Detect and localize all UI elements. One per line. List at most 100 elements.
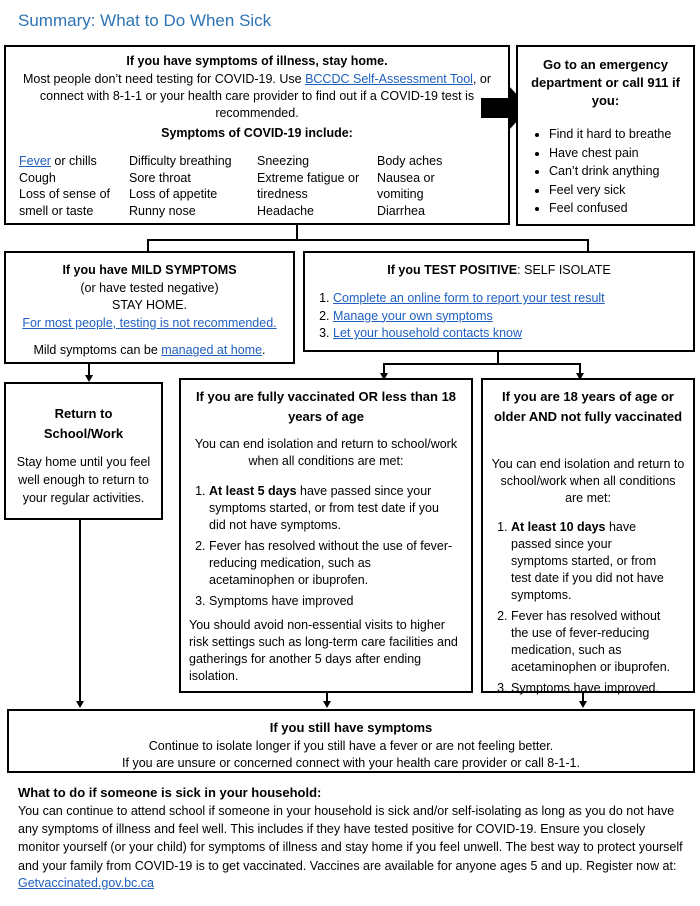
symptom-item: Loss of sense of xyxy=(19,187,111,201)
condition-text: have passed since your symptoms started,… xyxy=(209,484,439,532)
positive-heading: If you TEST POSITIVE: SELF ISOLATE xyxy=(305,262,693,279)
emergency-item: Feel confused xyxy=(549,199,699,218)
page-title: Summary: What to Do When Sick xyxy=(18,11,272,30)
symptom-item: Body aches xyxy=(377,154,443,168)
symptoms-column-3: Sneezing Extreme fatigue or tiredness He… xyxy=(257,153,359,219)
condition-item: At least 10 days have passed since your … xyxy=(511,519,671,604)
mild-heading-bold: MILD SYMPTOMS xyxy=(131,263,237,277)
vaccinated-box: If you are fully vaccinated OR less than… xyxy=(179,378,473,693)
not-vaccinated-box: If you are 18 years of age or older AND … xyxy=(481,378,695,695)
mild-managed-row: Mild symptoms can be managed at home. xyxy=(6,342,293,359)
return-text: Stay home until you feel well enough to … xyxy=(16,455,151,505)
connector-line xyxy=(579,363,581,374)
report-test-result-link[interactable]: Complete an online form to report your t… xyxy=(333,291,605,305)
symptom-item: tiredness xyxy=(257,187,308,201)
down-arrow-icon xyxy=(576,373,584,380)
testing-not-recommended-link[interactable]: For most people, testing is not recommen… xyxy=(22,316,277,330)
connector-line xyxy=(383,363,385,374)
mild-line2: (or have tested negative) xyxy=(80,281,219,295)
symptoms-column-2: Difficulty breathing Sore throat Loss of… xyxy=(129,153,232,219)
condition-bold: At least 5 days xyxy=(209,484,297,498)
not-vaccinated-heading: If you are 18 years of age or older AND … xyxy=(493,389,683,424)
condition-text: have passed since your symptoms started,… xyxy=(511,520,664,602)
fever-link[interactable]: Fever xyxy=(19,154,51,168)
mild-heading: If you have MILD SYMPTOMS xyxy=(6,262,293,279)
getvaccinated-link[interactable]: Getvaccinated.gov.bc.ca xyxy=(18,876,154,890)
vaccinated-footer: You should avoid non-essential visits to… xyxy=(189,618,458,683)
positive-heading-bold: If you TEST POSITIVE xyxy=(387,263,518,277)
mild-testing-link-row: For most people, testing is not recommen… xyxy=(6,315,293,332)
mild-line3: STAY HOME. xyxy=(111,298,187,312)
not-vaccinated-conditions-list: At least 10 days have passed since your … xyxy=(511,519,671,701)
symptoms-box: If you have symptoms of illness, stay ho… xyxy=(4,45,510,225)
vaccinated-conditions-list: At least 5 days have passed since your s… xyxy=(209,483,459,614)
emergency-heading: Go to an emergency department or call 91… xyxy=(531,57,680,108)
connector-line xyxy=(582,693,584,701)
not-vaccinated-intro: You can end isolation and return to scho… xyxy=(491,457,685,505)
symptom-item: Cough xyxy=(19,170,56,185)
vaccinated-heading: If you are fully vaccinated OR less than… xyxy=(195,389,457,424)
still-line2: If you are unsure or concerned connect w… xyxy=(122,756,580,770)
symptoms-list-heading: Symptoms of COVID-19 include: xyxy=(161,126,353,140)
symptom-item: Diarrhea xyxy=(377,203,425,218)
connector-line xyxy=(497,352,499,364)
symptom-item: vomiting xyxy=(377,187,424,201)
test-positive-box: If you TEST POSITIVE: SELF ISOLATE Compl… xyxy=(303,251,695,352)
symptom-item: Runny nose xyxy=(129,203,196,218)
symptom-item: Nausea or xyxy=(377,170,435,185)
still-heading: If you still have symptoms xyxy=(269,720,433,735)
connector-line xyxy=(587,239,589,251)
symptom-item: smell or taste xyxy=(19,203,94,218)
return-to-school-box: Return to School/Work Stay home until yo… xyxy=(4,382,163,520)
intro-text-post: , or connect with 8-1-1 or your health c… xyxy=(39,72,492,120)
condition-item: Symptoms have improved xyxy=(209,593,459,610)
connector-line xyxy=(147,239,149,251)
positive-step-item: Manage your own symptoms xyxy=(333,308,683,326)
connector-line xyxy=(147,239,588,241)
symptom-item: Sore throat xyxy=(129,170,191,185)
symptom-text: or chills xyxy=(50,154,97,168)
return-heading: Return to School/Work xyxy=(43,406,124,441)
symptom-fever: Fever or chills xyxy=(19,153,110,170)
managed-post: . xyxy=(262,343,266,357)
emergency-item: Find it hard to breathe xyxy=(549,125,699,144)
down-arrow-icon xyxy=(76,701,84,708)
connector-line xyxy=(326,693,328,701)
symptom-item: Difficulty breathing xyxy=(129,154,232,168)
positive-step-item: Let your household contacts know xyxy=(333,325,683,343)
household-contacts-link[interactable]: Let your household contacts know xyxy=(333,326,523,340)
condition-item: Symptoms have improved. xyxy=(511,680,671,697)
intro-text-pre: Most people don’t need testing for COVID… xyxy=(22,72,306,86)
symptom-item: Loss of appetite xyxy=(129,187,218,201)
managed-at-home-link[interactable]: managed at home xyxy=(161,343,263,357)
vaccinated-intro: You can end isolation and return to scho… xyxy=(194,437,458,468)
condition-item: At least 5 days have passed since your s… xyxy=(209,483,459,534)
still-symptoms-box: If you still have symptoms Continue to i… xyxy=(7,709,695,773)
symptoms-column-1: Fever or chills Cough Loss of sense of s… xyxy=(19,153,110,219)
connector-line xyxy=(88,364,90,376)
household-text: You can continue to attend school if som… xyxy=(18,804,683,873)
emergency-list: Find it hard to breathe Have chest pain … xyxy=(549,125,699,218)
positive-step-item: Complete an online form to report your t… xyxy=(333,290,683,308)
down-arrow-icon xyxy=(323,701,331,708)
condition-item: Fever has resolved without the use of fe… xyxy=(511,608,671,676)
symptoms-box-intro: Most people don’t need testing for COVID… xyxy=(20,71,494,122)
manage-symptoms-link[interactable]: Manage your own symptoms xyxy=(333,308,493,323)
positive-steps-list: Complete an online form to report your t… xyxy=(333,290,683,343)
still-line1: Continue to isolate longer if you still … xyxy=(148,739,554,753)
emergency-item: Feel very sick xyxy=(549,181,699,200)
down-arrow-icon xyxy=(579,701,587,708)
managed-pre: Mild symptoms can be xyxy=(33,343,162,357)
symptoms-column-4: Body aches Nausea or vomiting Diarrhea xyxy=(377,153,442,219)
down-arrow-icon xyxy=(85,375,93,382)
condition-item: Fever has resolved without the use of fe… xyxy=(209,538,459,589)
bccdc-self-assessment-link[interactable]: BCCDC Self-Assessment Tool xyxy=(305,72,473,86)
positive-heading-rest: : SELF ISOLATE xyxy=(517,263,611,277)
mild-heading-pre: If you have xyxy=(62,263,132,277)
symptom-item: Sneezing xyxy=(257,154,310,168)
symptoms-box-heading: If you have symptoms of illness, stay ho… xyxy=(126,54,388,68)
emergency-item: Have chest pain xyxy=(549,144,699,163)
connector-line xyxy=(79,520,81,701)
down-arrow-icon xyxy=(380,373,388,380)
household-heading: What to do if someone is sick in your ho… xyxy=(18,785,322,800)
